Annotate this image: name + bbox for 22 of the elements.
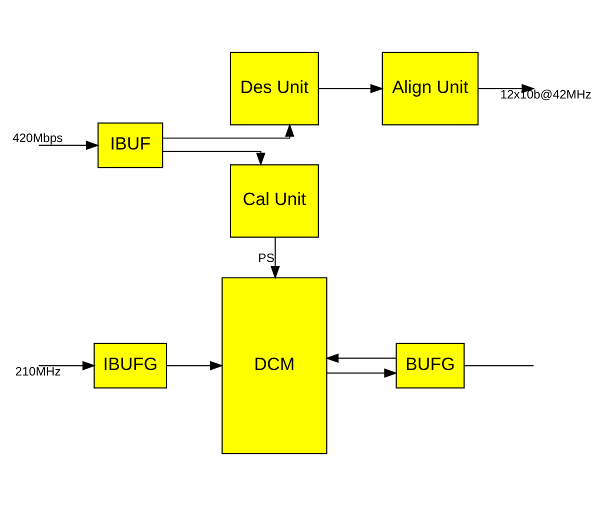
node-box: Cal Unit	[230, 164, 319, 238]
arrow	[326, 368, 398, 378]
arrow	[166, 360, 224, 370]
edge-label: 12x10b@42MHz	[500, 87, 592, 102]
node-box: IBUFG	[94, 342, 168, 388]
arrow	[318, 84, 384, 94]
node-box: BUFG	[396, 342, 465, 388]
arrow	[38, 360, 96, 370]
node-box: DCM	[222, 277, 328, 454]
arrow	[162, 123, 294, 139]
node-box: Des Unit	[230, 52, 319, 126]
node-box: IBUF	[98, 122, 164, 168]
edge-label: 420Mbps	[12, 130, 63, 145]
arrow	[325, 354, 396, 363]
arrow	[270, 238, 280, 280]
edge-label: PS	[258, 250, 274, 265]
arrow	[162, 150, 266, 166]
connector	[464, 365, 534, 366]
node-box: Align Unit	[382, 52, 479, 126]
arrow	[478, 84, 536, 94]
edge-label: 210MHz	[15, 364, 61, 378]
arrow	[38, 140, 100, 150]
